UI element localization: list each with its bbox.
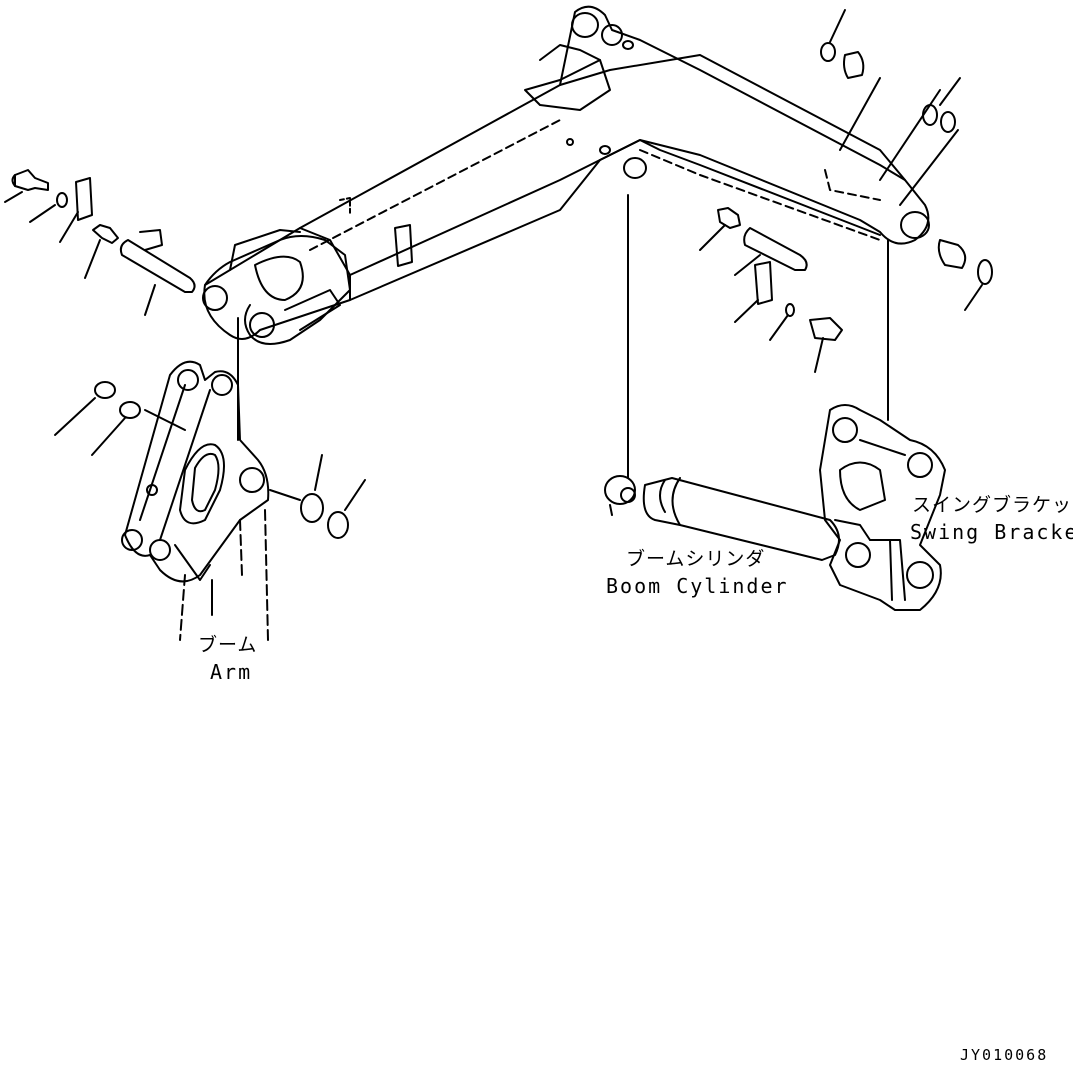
left-pin-assembly — [4, 169, 196, 316]
arm-body — [54, 317, 366, 641]
cylinder-pin-assembly — [699, 207, 843, 373]
boom-cylinder — [604, 194, 889, 561]
boom-cylinder-label-en: Boom Cylinder — [606, 574, 789, 598]
swing-bracket-label-jp: スイングブラケット — [912, 494, 1073, 516]
swing-bracket-label-en: Swing Bracket — [910, 520, 1073, 544]
boom-cylinder-label-jp: ブームシリンダ — [626, 548, 766, 570]
arm-label-en: Arm — [210, 660, 253, 684]
top-right-bushings — [820, 9, 993, 311]
arm-label-jp: ブーム — [198, 634, 258, 656]
boom-body — [202, 5, 930, 345]
drawing-code: JY010068 — [960, 1046, 1049, 1064]
swing-bracket — [819, 404, 946, 611]
